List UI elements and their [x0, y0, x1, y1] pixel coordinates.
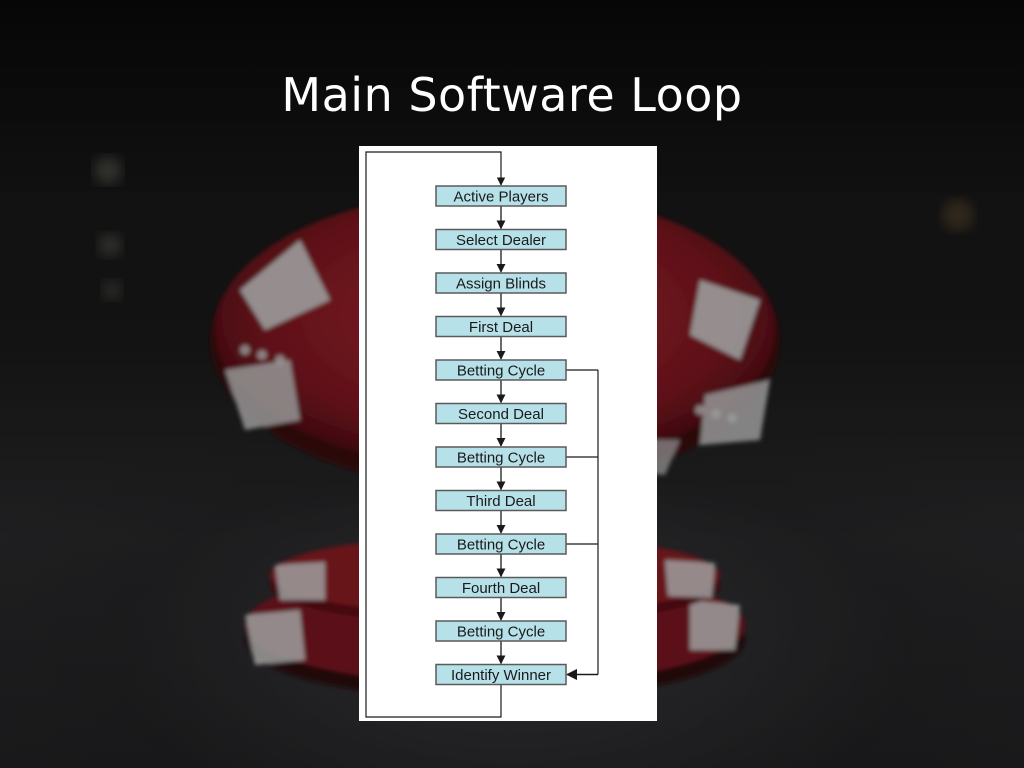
flow-step: Third Deal [435, 489, 567, 512]
flow-step-box [435, 402, 567, 425]
flow-step-box [435, 359, 567, 381]
flow-step-label: Betting Cycle [457, 537, 545, 554]
flow-step: Betting Cycle [435, 446, 567, 468]
flow-step: Betting Cycle [435, 533, 567, 555]
flow-step-label: Identify Winner [451, 667, 551, 684]
flow-step: Select Dealer [435, 228, 567, 251]
flow-step: Fourth Deal [435, 576, 567, 599]
bokeh-light [98, 233, 122, 257]
slide-title: Main Software Loop [281, 68, 743, 122]
bokeh-light [942, 199, 974, 231]
flow-step-box [435, 272, 567, 294]
flow-step-box [435, 315, 567, 338]
flow-step-label: Third Deal [466, 493, 535, 510]
flow-step-box [435, 576, 567, 599]
flow-step-label: Second Deal [458, 406, 544, 423]
flow-step-label: Assign Blinds [456, 276, 546, 293]
flow-step-label: Betting Cycle [457, 450, 545, 467]
flow-step: Betting Cycle [435, 620, 567, 642]
flow-step-box [435, 228, 567, 251]
flow-step-label: Betting Cycle [457, 624, 545, 641]
flow-step-label: Fourth Deal [462, 580, 540, 597]
flow-step-box [435, 185, 567, 207]
bokeh-light [102, 280, 122, 300]
flow-step-label: Select Dealer [456, 232, 546, 249]
flow-step-box [435, 663, 567, 686]
flow-step-label: Betting Cycle [457, 363, 545, 380]
flow-step-box [435, 489, 567, 512]
flow-step-label: First Deal [469, 319, 533, 336]
flow-step-label: Active Players [453, 189, 548, 206]
flow-loop-back [365, 151, 506, 718]
flow-step: Assign Blinds [435, 272, 567, 294]
flow-step: Active Players [435, 185, 567, 207]
flow-step: Identify Winner [435, 663, 567, 686]
flow-step-box [435, 620, 567, 642]
flow-step: Betting Cycle [435, 359, 567, 381]
flowchart-connectors [365, 151, 599, 718]
flow-step-box [435, 446, 567, 468]
flow-step: First Deal [435, 315, 567, 338]
flow-step-box [435, 533, 567, 555]
flow-step: Second Deal [435, 402, 567, 425]
